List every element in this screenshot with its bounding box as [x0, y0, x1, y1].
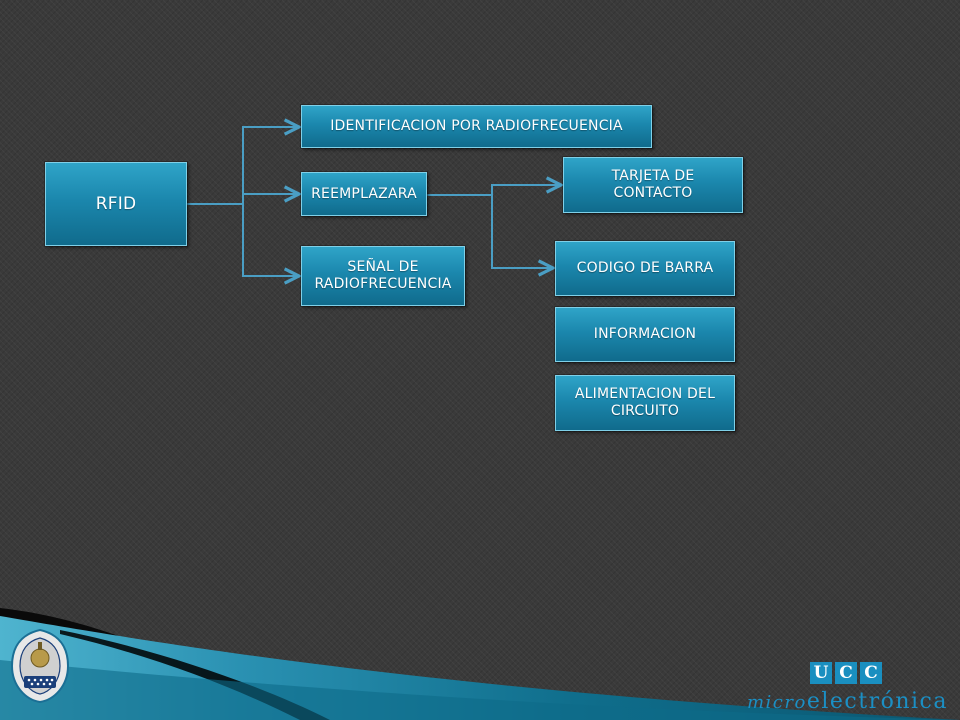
node-tarjeta: TARJETA DE CONTACTO — [563, 157, 743, 213]
node-senal: SEÑAL DE RADIOFRECUENCIA — [301, 246, 465, 306]
ucc-tagline-suffix: electrónica — [806, 689, 948, 714]
ucc-tagline-prefix: micro — [746, 692, 807, 713]
edge-rfid-identificacion — [187, 127, 299, 205]
decorative-swoosh — [0, 608, 960, 720]
node-identificacion: IDENTIFICACION POR RADIOFRECUENCIA — [301, 105, 652, 148]
edge-rfid-reemplazara — [187, 194, 299, 205]
ucc-letters: U C C — [810, 662, 882, 684]
node-reemplazara: REEMPLAZARA — [301, 172, 427, 216]
node-rfid: RFID — [45, 162, 187, 246]
ucc-letter-c1: C — [835, 662, 857, 684]
node-alimentacion: ALIMENTACION DEL CIRCUITO — [555, 375, 735, 431]
ucc-letter-c2: C — [860, 662, 882, 684]
edge-reemplazara-tarjeta — [427, 185, 561, 196]
school-crest-icon — [10, 628, 70, 704]
node-informacion: INFORMACION — [555, 307, 735, 362]
ucc-logo: U C C microelectrónica — [747, 662, 948, 714]
node-codigo: CODIGO DE BARRA — [555, 241, 735, 296]
ucc-tagline: microelectrónica — [747, 689, 948, 714]
ucc-letter-u: U — [810, 662, 832, 684]
edge-rfid-senal — [187, 203, 299, 276]
